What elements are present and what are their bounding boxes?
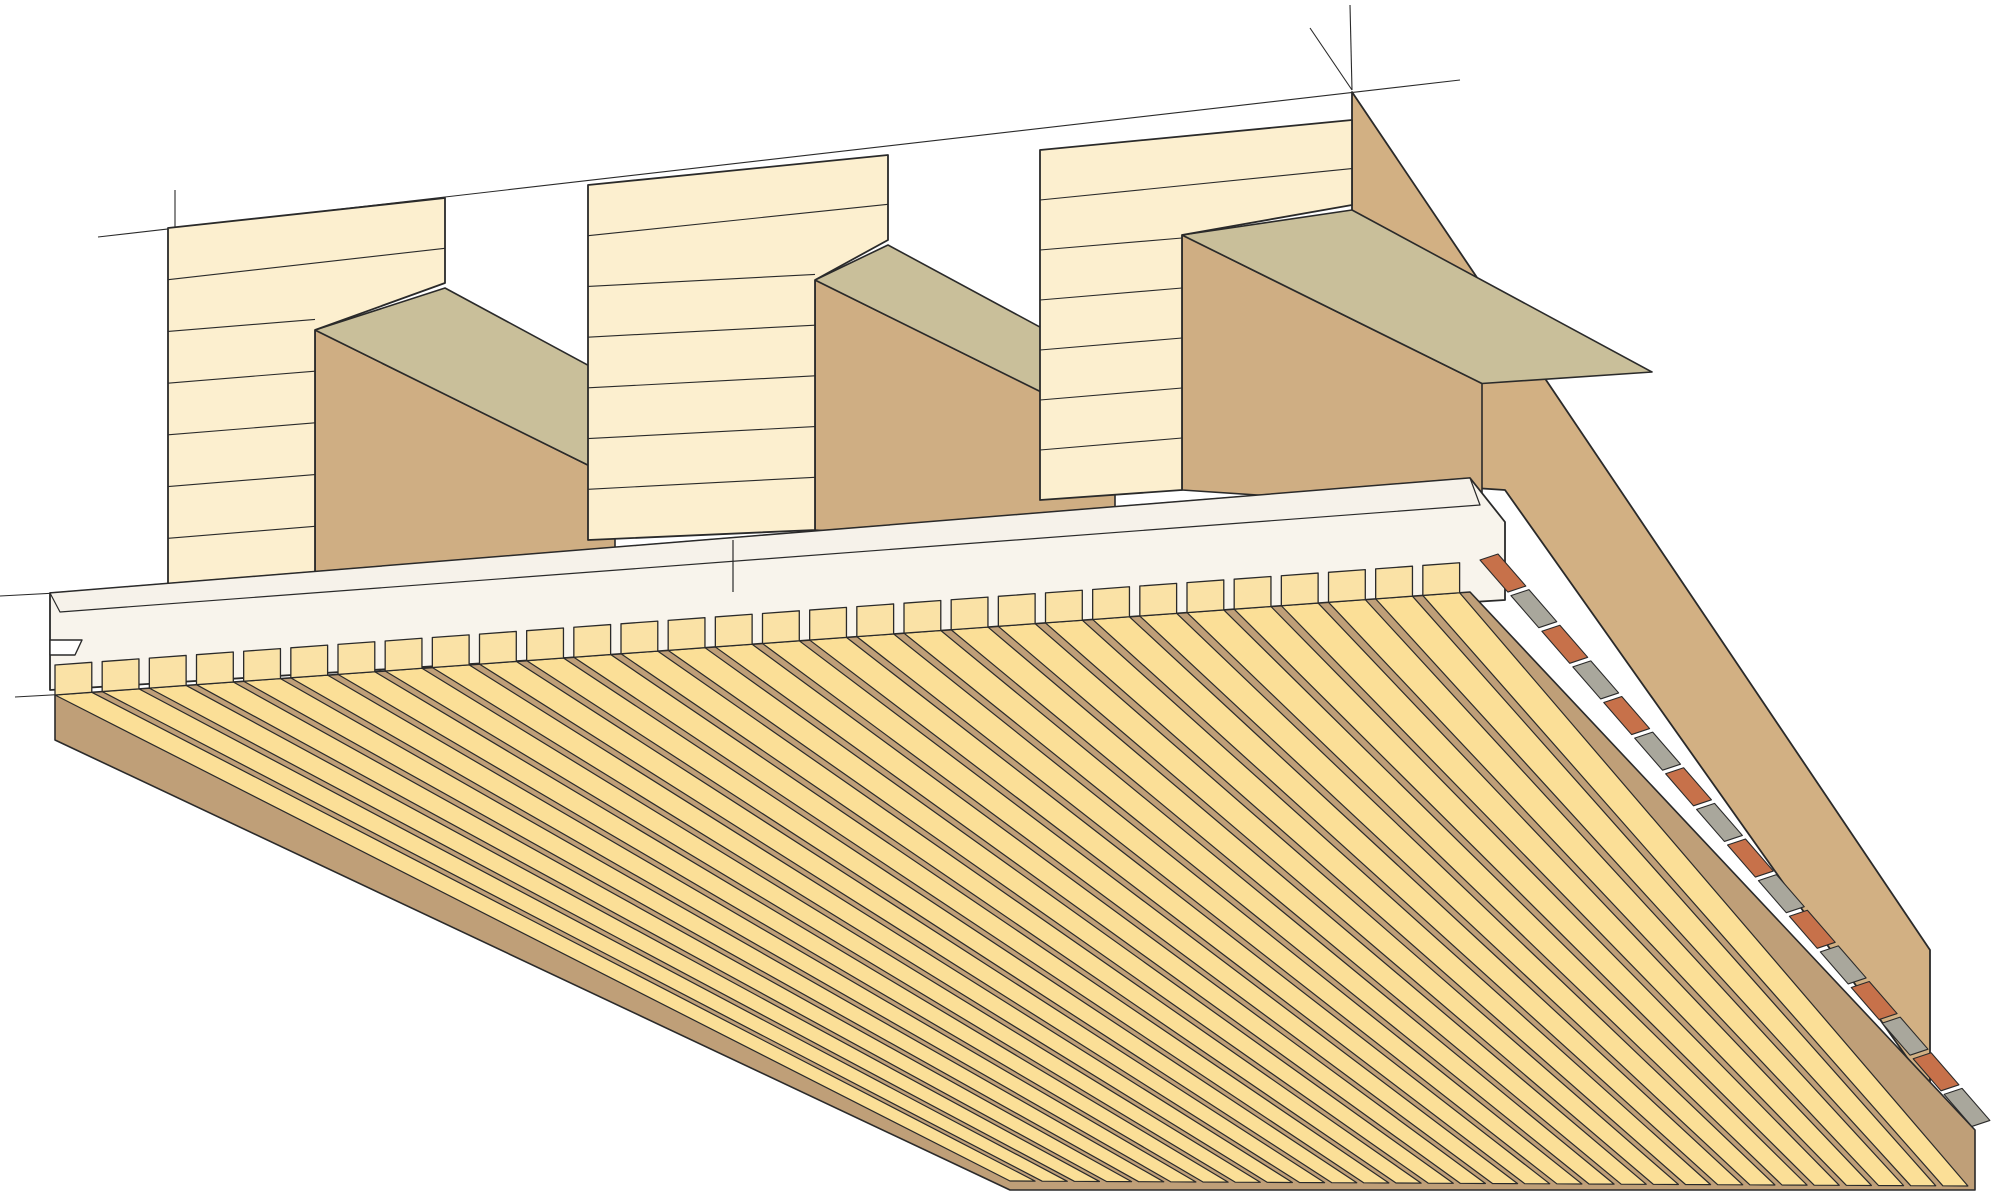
lamella-end — [1327, 568, 1366, 603]
beam-2-lamella-joint — [587, 273, 816, 287]
edge-block — [1757, 874, 1805, 914]
edge-block — [1479, 553, 1527, 593]
beam-3-lamella-joint — [1039, 168, 1353, 201]
edge-block — [1696, 802, 1743, 842]
beam-3-lamella-joint — [1039, 237, 1183, 251]
lamella-end — [243, 647, 282, 682]
lamella-end — [478, 630, 517, 665]
beam-3-flange-underside — [1181, 209, 1653, 385]
lamella-end — [1186, 579, 1225, 614]
beam-2-lamella-joint — [587, 203, 889, 237]
beam-1-lamella-joint — [167, 318, 316, 332]
beam-1-lamella-joint — [167, 474, 316, 488]
edge-masonry-strip — [1479, 553, 1991, 1127]
edge-block — [1788, 909, 1836, 949]
beam-1-lamella-joint — [167, 370, 316, 384]
lamella-end — [526, 627, 565, 662]
lamella-end — [1092, 586, 1131, 621]
lamella-end — [1422, 562, 1461, 597]
lamella-end — [1375, 565, 1414, 600]
lamella-end — [856, 603, 895, 638]
lamella-end — [384, 637, 423, 672]
lamella-end — [667, 617, 706, 652]
beam-2-lamella-joint — [587, 324, 816, 338]
lamella-end — [950, 596, 989, 631]
beam-3 — [1039, 119, 1653, 511]
beam-1-lamella-joint — [167, 525, 316, 539]
lamella-end — [1233, 575, 1272, 610]
lamella-end — [761, 610, 800, 645]
lamella-end — [1044, 589, 1083, 624]
lamella-end — [620, 620, 659, 655]
edge-block — [1912, 1052, 1960, 1092]
ceiling-slab — [49, 477, 1506, 691]
edge-block — [1850, 980, 1898, 1021]
ceiling-slab-groove — [49, 639, 83, 656]
lamella-end — [148, 654, 187, 689]
edge-block — [1634, 731, 1682, 771]
double-t-beams — [167, 119, 1653, 601]
edge-block — [1665, 767, 1713, 807]
lamella-end — [101, 658, 140, 693]
edge-block — [1603, 695, 1651, 736]
beam-3-lamella-joint — [1039, 387, 1183, 401]
lamella-end — [431, 634, 470, 669]
edge-block — [1510, 589, 1558, 629]
edge-block — [1541, 624, 1589, 664]
beam-1-lamella-joint — [167, 247, 446, 281]
lamella-ceiling — [54, 562, 1976, 1191]
lamella-end — [997, 593, 1036, 627]
edge-block — [1943, 1087, 1991, 1127]
lamella-end — [337, 641, 376, 676]
edge-block — [1572, 660, 1620, 700]
beam-2-front-face — [587, 154, 889, 541]
lamella-end — [573, 623, 612, 658]
beam-3-lamella-joint — [1039, 437, 1183, 451]
ceiling-slab-top — [49, 477, 1481, 613]
lamella-end — [903, 599, 942, 634]
beam-2-lamella-joint — [587, 375, 816, 389]
edge-block — [1819, 945, 1867, 985]
lamella-end — [54, 661, 93, 696]
beam-2-lamella-joint — [587, 476, 816, 490]
beam-3-lamella-joint — [1039, 337, 1183, 351]
beam-2-lamella-joint — [587, 426, 816, 440]
lamella-end — [290, 644, 329, 679]
guide-line-corner-b — [1349, 4, 1353, 91]
guide-line-corner-a — [1309, 27, 1353, 91]
beam-3-lamella-joint — [1039, 287, 1183, 301]
lamella-end — [809, 606, 848, 641]
lamella-end — [1280, 572, 1319, 607]
lamella-end — [195, 651, 234, 686]
lamella-end — [1139, 582, 1178, 617]
beam-1-lamella-joint — [167, 422, 316, 436]
edge-block — [1726, 838, 1774, 878]
lamella-end — [714, 613, 753, 648]
beam-3-front-face — [1039, 119, 1353, 501]
edge-block — [1881, 1016, 1929, 1056]
